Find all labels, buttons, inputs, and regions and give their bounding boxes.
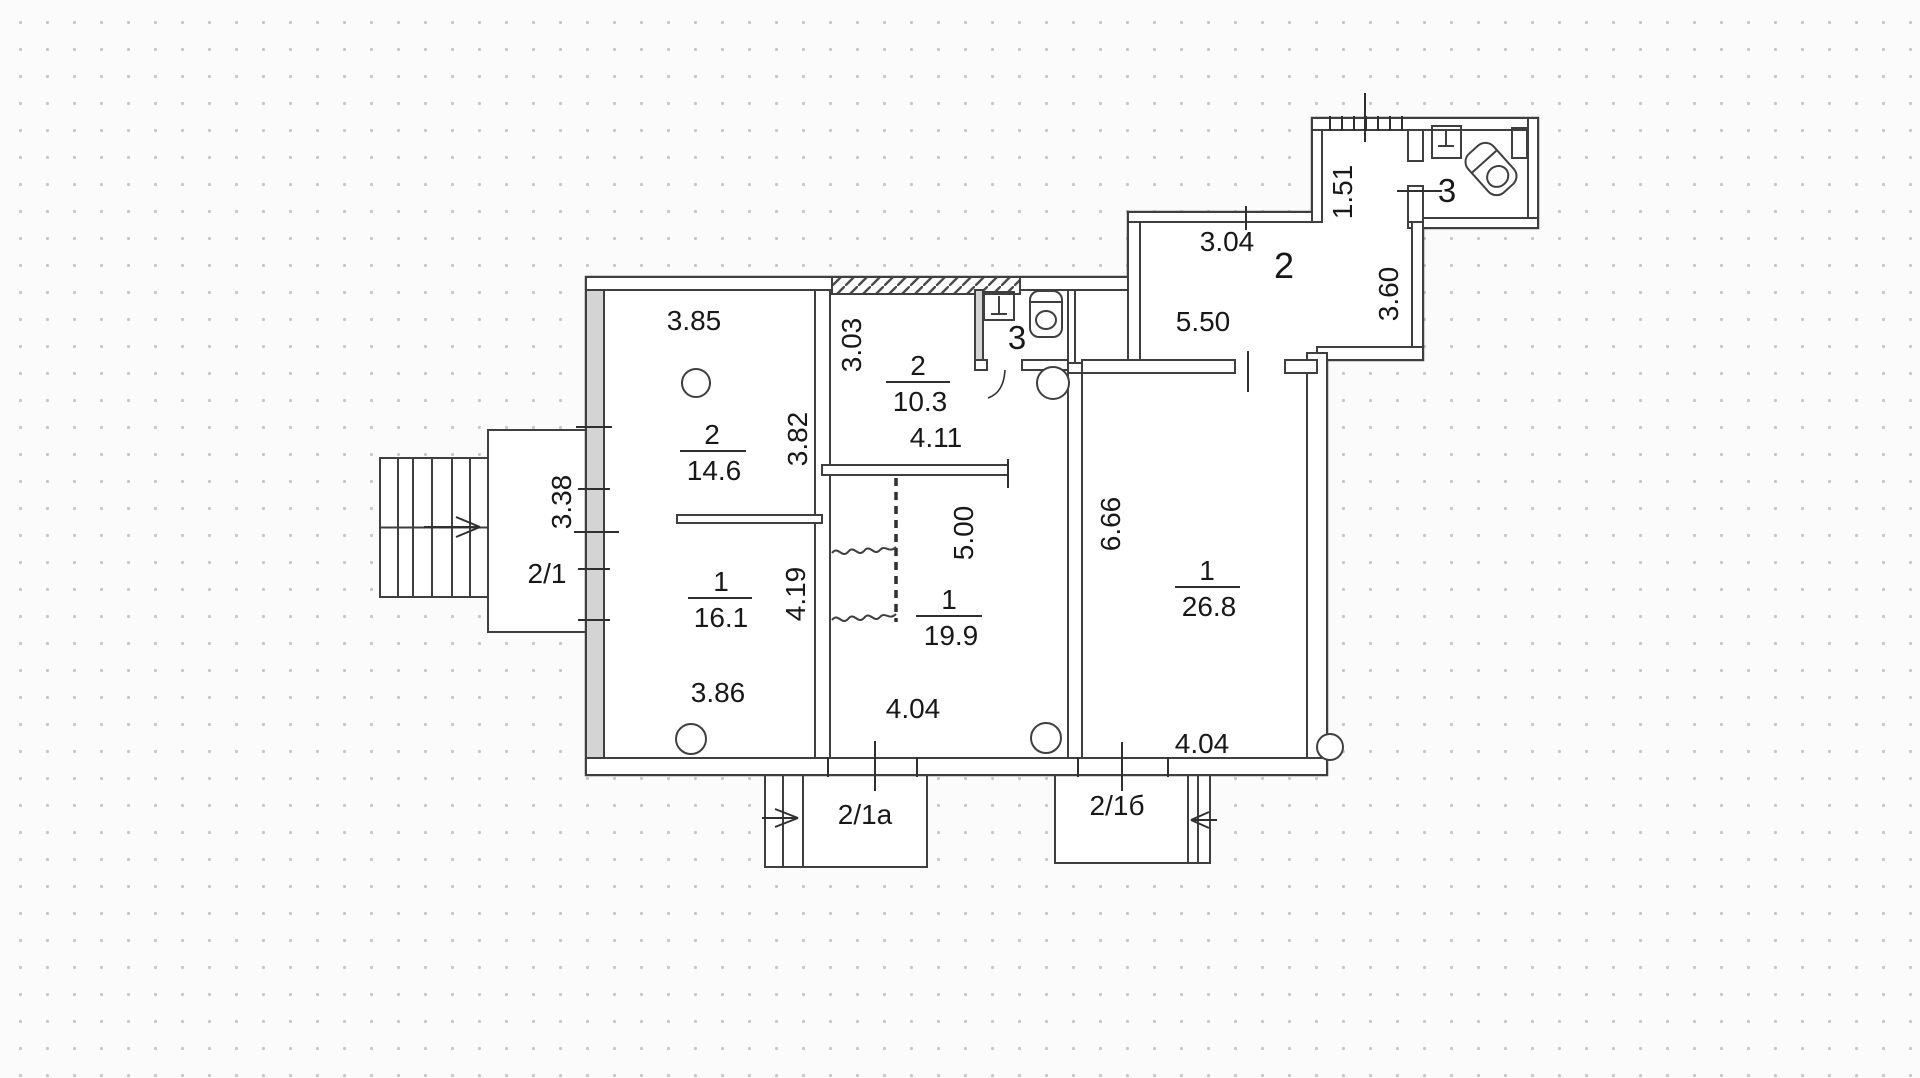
bathroom-fixtures [1431,125,1528,197]
sink-icon [1431,125,1462,159]
dim-label: 3.82 [782,412,813,467]
wall-bath-right [1527,117,1539,229]
wall-bath-bottom [1407,217,1539,229]
entrance-label: 2/1б [1090,790,1145,821]
column [675,723,707,755]
porch-b-arrow [1190,811,1217,829]
wall-19-26 [1067,372,1083,759]
dim-label: 4.04 [886,693,941,724]
stair-landing [487,429,587,633]
stairs-direction-arrow [424,516,481,538]
room-number: 1 [1199,555,1215,586]
entrance-label: 2/1 [528,558,567,589]
column [1030,722,1062,754]
room-number: 3 [1008,319,1026,356]
wall-bath-divider-upper [1407,129,1424,162]
dim-label: 4.04 [1175,728,1230,759]
wall-top-left [585,276,833,291]
room-number: 1 [941,584,957,615]
wall-hall-top [1127,211,1313,223]
room-area: 16.1 [694,602,749,633]
dim-label: 5.50 [1176,306,1231,337]
column [1036,366,1070,400]
wall-vestibule-left [1311,117,1323,223]
wall-step [1316,346,1424,361]
room-number: 2 [910,350,926,381]
porch-a-arrow [762,808,799,828]
walls [585,117,1539,776]
wall-bath-top [1311,117,1539,131]
entrance-label: 2/1а [838,799,893,830]
removed-partition [831,478,898,622]
room-area: 26.8 [1182,591,1237,622]
wall-26-top-a [1081,359,1236,374]
wall-right-lower [1306,352,1328,776]
dim-label: 4.11 [910,422,962,453]
dim-label: 1.51 [1327,165,1358,220]
wall-26-top-b [1284,359,1318,374]
room-area: 19.9 [924,620,979,651]
dim-label: 3.85 [667,305,722,336]
room-number: 1 [713,566,729,597]
dim-label: 6.66 [1095,497,1126,552]
dim-label: 3.03 [836,318,867,373]
room-area: 14.6 [687,455,742,486]
wall-wc-bottom-a [974,359,988,371]
shelf-icon [1511,127,1528,159]
column [1316,733,1344,761]
room-number: 2 [704,419,720,450]
room-number: 2 [1274,245,1294,286]
room-area: 10.3 [893,386,948,417]
room-number: 3 [1438,172,1456,209]
fraction-bars [680,381,1240,617]
toilet-icon [1029,290,1063,338]
column [681,368,711,398]
wall-top-right [1019,276,1141,291]
dim-label: 3.38 [546,475,577,530]
wall-wc-left [974,289,984,371]
porch-a-steps [782,775,804,867]
partition-10-19 [821,464,1009,476]
columns [675,366,1344,761]
dim-label: 3.86 [691,677,746,708]
partition-14-16 [676,514,823,524]
wall-niche-left [1067,289,1076,374]
toilet-icon [1464,141,1518,197]
wall-hall-right [1411,221,1424,354]
wall-bottom [585,757,1328,776]
dimension-ticks [574,93,1442,791]
dim-label: 3.60 [1373,267,1404,322]
dim-label: 5.00 [948,506,979,561]
sink-icon [983,291,1015,321]
dim-label: 4.19 [780,567,811,622]
wall-left-outer [585,276,605,776]
dim-label: 3.04 [1200,226,1255,257]
wall-hall-left [1127,211,1141,374]
wc-fixtures [983,290,1063,338]
